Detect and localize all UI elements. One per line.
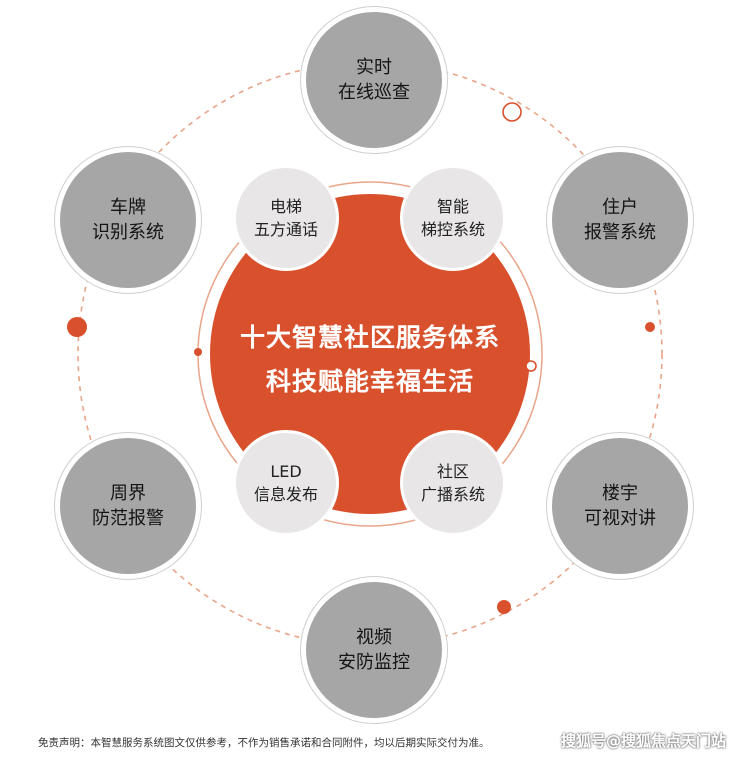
node-label-line2: 报警系统 [584,222,656,243]
node-label-line2: 可视对讲 [584,508,656,529]
node-label-line1: 住户 [602,197,638,218]
ring-dot-large [67,317,87,337]
node-label-line1: 实时 [356,57,392,78]
inner-label-line2: 梯控系统 [420,220,485,239]
inner-node-elevator-control: 智能 梯控系统 [400,165,506,271]
node-label-line2: 识别系统 [92,222,164,243]
inner-label-line2: 五方通话 [253,220,318,239]
inner-label-line1: 社区 [436,462,469,481]
node-label-line2: 防范报警 [92,508,164,529]
inner-label-line1: LED [270,462,302,481]
node-realtime-patrol: 实时 在线巡查 [306,12,442,148]
node-building-intercom: 楼宇 可视对讲 [552,438,688,574]
node-perimeter-alarm: 周界 防范报警 [60,438,196,574]
node-resident-alarm: 住户 报警系统 [552,152,688,288]
inner-label-line1: 电梯 [269,197,302,216]
ring-dot-hollow [502,102,522,122]
inner-ring-dot-left [194,348,202,356]
inner-label-line2: 信息发布 [253,485,318,504]
node-video-surveillance: 视频 安防监控 [306,582,442,718]
disclaimer-text: 免责声明：本智慧服务系统图文仅供参考，不作为销售承诺和合同附件，均以后期实际交付… [38,737,490,749]
center-title-line2: 科技赋能幸福生活 [265,367,474,396]
inner-label-line1: 智能 [436,197,469,216]
node-label-line1: 车牌 [110,197,146,218]
node-plate-recognition: 车牌 识别系统 [60,152,196,288]
inner-node-community-broadcast: 社区 广播系统 [400,430,506,536]
inner-node-led-info: LED 信息发布 [233,430,339,536]
ring-dot-small [645,322,655,332]
inner-ring-dot-right [525,360,537,372]
node-label-line2: 安防监控 [338,652,410,673]
node-label-line1: 楼宇 [602,483,638,504]
node-label-line1: 视频 [356,627,392,648]
ring-dot-medium [497,600,511,614]
node-label-line2: 在线巡查 [338,82,410,103]
watermark-text: 搜狐号@搜狐焦点天门站 [560,732,726,750]
inner-label-line2: 广播系统 [420,485,485,504]
inner-node-elevator-call: 电梯 五方通话 [233,165,339,271]
center-title-line1: 十大智慧社区服务体系 [239,323,500,352]
node-label-line1: 周界 [110,483,146,504]
outer-dashed-ring [77,61,663,647]
